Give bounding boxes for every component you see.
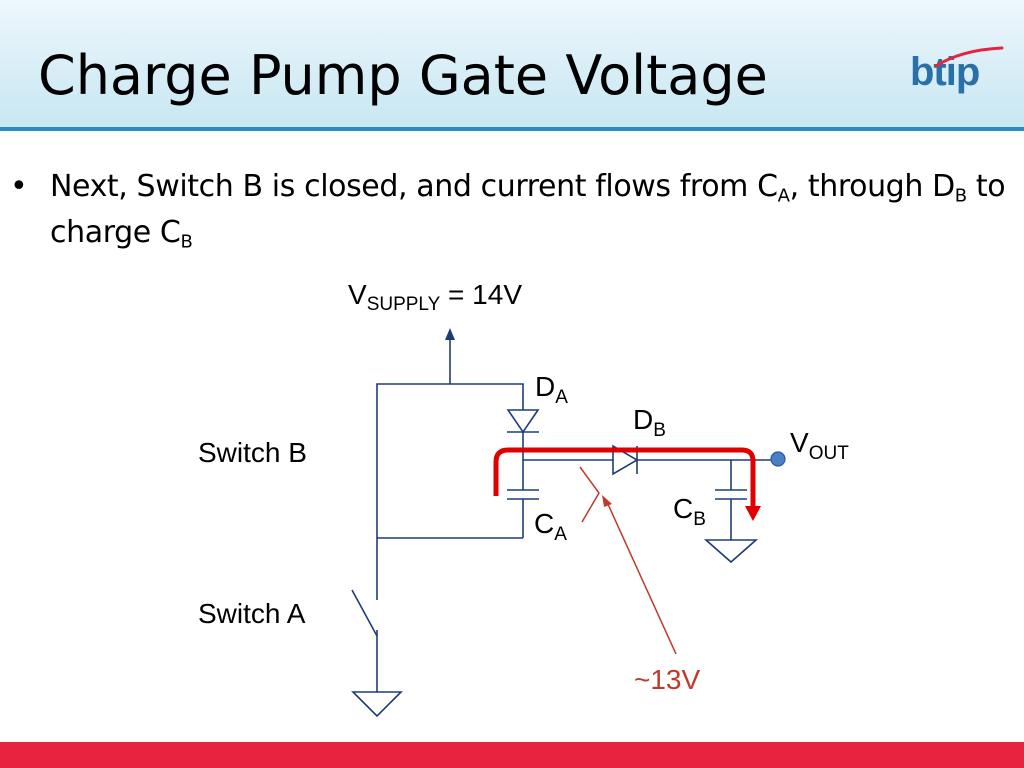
vout-label: VOUT	[790, 427, 849, 464]
bullet-marker: •	[10, 169, 28, 204]
title-band	[0, 0, 1024, 128]
slide-title: Charge Pump Gate Voltage	[38, 44, 768, 107]
capacitor-a-label: CA	[534, 508, 567, 545]
logo-text: btip	[910, 50, 980, 94]
current-path-arrow	[493, 447, 761, 521]
bullet-text: Next, Switch B is closed, and current fl…	[50, 169, 1006, 253]
circuit-wires	[376, 383, 773, 692]
switch-b-label: Switch B	[198, 437, 307, 468]
footer-bar	[0, 742, 1024, 768]
diode-a	[506, 409, 540, 434]
ground-icon	[351, 691, 403, 718]
btip-logo: btip	[906, 44, 1006, 104]
swoosh-icon	[934, 46, 1004, 68]
title-rule	[0, 127, 1024, 131]
supply-label: VSUPPLY = 14V	[348, 279, 522, 315]
arrow-up-icon	[445, 328, 455, 384]
charge-pump-circuit: VSUPPLY = 14V DA DB VOUT CA CB Switch B …	[198, 279, 849, 718]
switch-a	[351, 589, 378, 637]
bullet-point: • Next, Switch B is closed, and current …	[10, 164, 1015, 256]
diode-b-label: DB	[633, 404, 666, 441]
vout-node	[770, 451, 786, 467]
ground-icon	[703, 539, 759, 564]
capacitor-a	[507, 489, 539, 500]
capacitor-b-label: CB	[673, 493, 706, 530]
capacitor-b	[715, 489, 747, 500]
diode-a-label: DA	[535, 371, 568, 408]
switch-a-label: Switch A	[198, 598, 306, 629]
voltage-annotation: ~13V	[634, 664, 700, 695]
voltage-annotation-pointer	[579, 466, 677, 655]
